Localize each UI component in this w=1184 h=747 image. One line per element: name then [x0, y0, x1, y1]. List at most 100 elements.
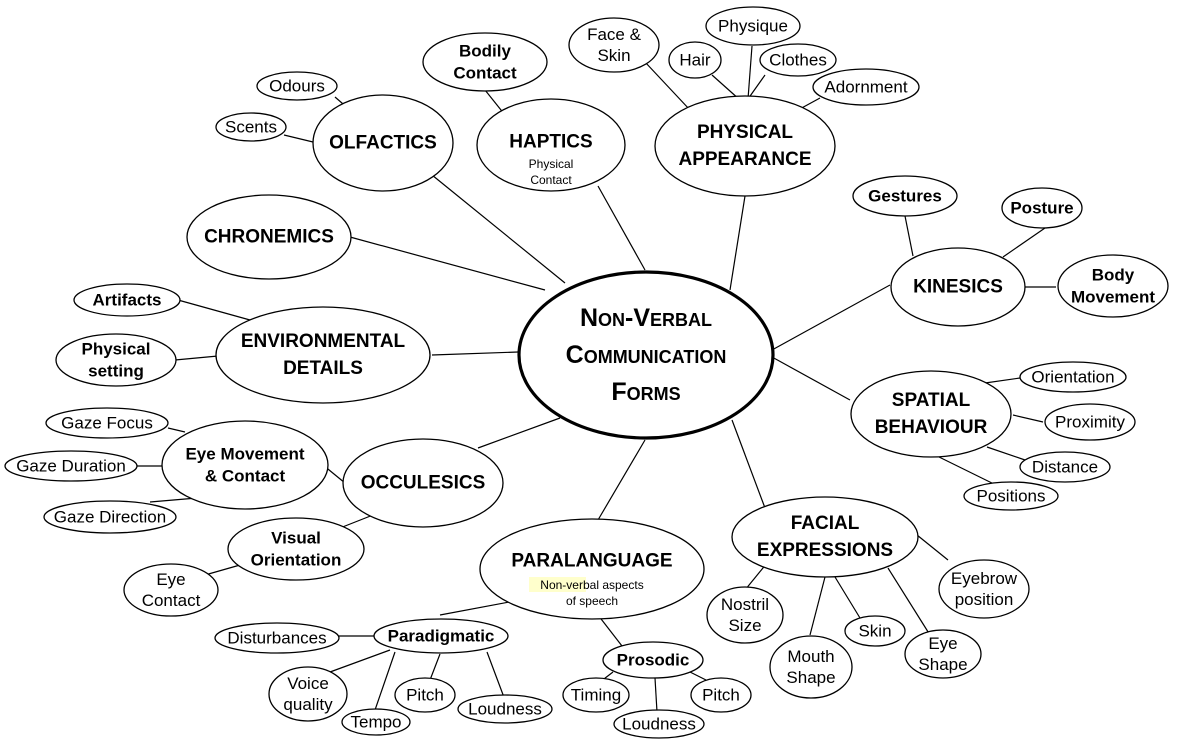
node-bodily-contact-shape	[422, 32, 548, 92]
node-voice-quality-label-0: Voice	[287, 674, 329, 693]
node-pitch-para-shape	[394, 677, 456, 713]
node-voice-quality-shape	[268, 666, 348, 722]
node-timing-label-0: Timing	[571, 686, 621, 705]
node-artifacts: Artifacts	[73, 283, 181, 317]
edge-physique	[747, 45, 753, 100]
node-gaze-duration: Gaze Duration	[4, 450, 138, 482]
node-environmental-details-shape	[215, 306, 431, 404]
edge-eye-shape	[887, 567, 931, 636]
node-artifacts-label-0: Artifacts	[93, 291, 162, 310]
node-voice-quality-label-1: quality	[283, 695, 333, 714]
node-tempo-label-0: Tempo	[350, 713, 401, 732]
node-gaze-focus-label-0: Gaze Focus	[61, 414, 153, 433]
node-paradigmatic-label-0: Paradigmatic	[388, 627, 495, 646]
node-gaze-direction: Gaze Direction	[43, 500, 177, 534]
edge-visual-orientation	[339, 514, 374, 529]
node-paralanguage-label-0: PARALANGUAGE	[511, 551, 672, 572]
edge-chronemics	[349, 236, 546, 291]
node-paralanguage-sublabel-0: Non-verbal aspects	[540, 578, 643, 592]
node-adornment-shape	[812, 68, 920, 106]
edge-paralanguage	[597, 439, 646, 521]
node-prosodic-label-0: Prosodic	[617, 651, 690, 670]
edge-clothes	[747, 74, 766, 100]
node-gaze-duration-shape	[4, 450, 138, 482]
edge-tempo	[374, 651, 396, 711]
node-paradigmatic-shape	[373, 618, 509, 654]
node-chronemics: CHRONEMICS	[186, 194, 352, 280]
node-disturbances-shape	[214, 622, 340, 654]
node-posture-shape	[1001, 187, 1083, 229]
node-face-skin-label-0: Face &	[587, 25, 642, 44]
node-occulesics-shape	[342, 438, 504, 528]
center-title-line-1: Communication	[566, 341, 727, 369]
node-gaze-direction-shape	[43, 500, 177, 534]
highlighted-term: Non-verbal	[540, 578, 599, 592]
node-distance: Distance	[1019, 451, 1111, 483]
node-physique-shape	[705, 6, 801, 46]
node-posture: Posture	[1001, 187, 1083, 229]
node-clothes: Clothes	[759, 43, 837, 77]
node-proximity-label-0: Proximity	[1055, 413, 1125, 432]
node-adornment-label-0: Adornment	[824, 78, 907, 97]
node-gestures-shape	[852, 175, 958, 217]
node-loudness-pros-label-0: Loudness	[622, 715, 696, 734]
node-hair: Hair	[668, 41, 722, 79]
node-physical-setting-label-1: setting	[88, 362, 144, 381]
node-positions: Positions	[963, 481, 1059, 511]
node-center-shape	[517, 270, 775, 440]
edge-posture	[1002, 227, 1046, 258]
node-eye-shape-label-1: Shape	[918, 655, 967, 674]
node-facial-expressions-label-1: EXPRESSIONS	[757, 540, 893, 561]
node-voice-quality: Voice quality	[268, 666, 348, 722]
node-physique-label-0: Physique	[718, 17, 788, 36]
node-physique: Physique	[705, 6, 801, 46]
edge-orientation	[984, 377, 1021, 384]
edge-environmental	[431, 351, 519, 356]
edge-scents	[283, 134, 314, 143]
node-loudness-pros: Loudness	[613, 709, 705, 739]
node-eye-contact-label-0: Eye	[156, 570, 185, 589]
node-paralanguage-sublabel-1: of speech	[566, 594, 618, 608]
node-bodily-contact-label-0: Bodily	[459, 42, 511, 61]
edge-loudness-para	[486, 651, 506, 701]
node-orientation: Orientation	[1019, 361, 1127, 393]
node-skin-label-0: Skin	[858, 622, 891, 641]
node-prosodic: Prosodic	[602, 641, 704, 679]
node-loudness-para-label-0: Loudness	[468, 700, 542, 719]
node-visual-orientation-label-1: Orientation	[251, 551, 342, 570]
node-loudness-pros-shape	[613, 709, 705, 739]
node-gaze-focus-shape	[45, 407, 169, 439]
node-paralanguage-shape	[479, 518, 705, 620]
node-haptics-shape	[476, 98, 626, 192]
node-bodily-contact-label-1: Contact	[453, 64, 517, 83]
node-olfactics-shape	[312, 94, 454, 192]
node-occulesics-label-0: OCCULESICS	[361, 473, 486, 494]
node-tempo: Tempo	[341, 708, 411, 736]
node-chronemics-shape	[186, 194, 352, 280]
node-positions-shape	[963, 481, 1059, 511]
node-pitch-pros-label-0: Pitch	[702, 686, 740, 705]
node-paralanguage: PARALANGUAGE Non-verbal aspects of speech	[479, 518, 705, 620]
node-posture-label-0: Posture	[1010, 199, 1073, 218]
node-proximity-shape	[1044, 403, 1136, 441]
node-kinesics-shape	[890, 247, 1026, 327]
node-eye-movement-contact-shape	[161, 420, 329, 510]
node-artifacts-shape	[73, 283, 181, 317]
node-gestures: Gestures	[852, 175, 958, 217]
node-nostril-size-label-0: Nostril	[721, 595, 769, 614]
node-environmental-details-label-0: ENVIRONMENTAL	[241, 331, 406, 352]
node-hair-shape	[668, 41, 722, 79]
node-eyebrow-position-label-1: position	[955, 590, 1014, 609]
node-disturbances-label-0: Disturbances	[227, 629, 326, 648]
edge-prosodic	[597, 614, 623, 647]
edge-voice-quality	[329, 649, 391, 673]
edge-gestures	[904, 215, 914, 257]
